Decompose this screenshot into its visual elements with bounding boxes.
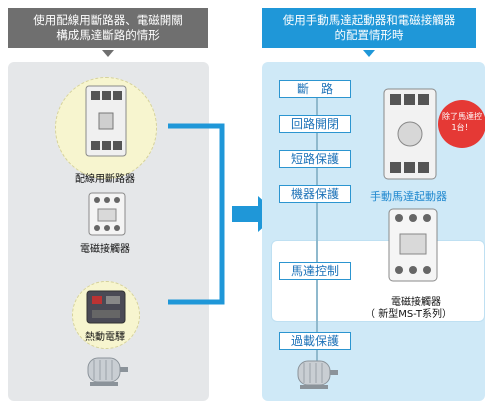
contactor-label: 電磁接觸器 [80,244,130,255]
manual-starter-icon [383,88,437,180]
right-header-line1: 使用手動馬達起動器和電磁接觸器 [282,13,456,27]
new-contactor-label-line2: （ 新型MS-T系列） [365,309,452,320]
function-spine [316,80,318,385]
step-equipment-protection: 機器保護 [279,185,351,203]
step-short-circuit-protection: 短路保護 [279,150,351,168]
badge-line2: 1台！ [451,123,473,132]
breaker-label: 配線用斷路器 [75,174,135,185]
breaker-icon [85,85,127,157]
relay-label: 熱動電驛 [85,332,125,343]
left-header: 使用配線用斷路器、電磁開關 構成馬達斷路的情形 [8,8,208,48]
left-header-line1: 使用配線用斷路器、電磁開關 [33,13,183,27]
right-motor-icon [297,360,338,389]
relay-icon [86,290,126,324]
contactor-icon [88,192,126,236]
right-header: 使用手動馬達起動器和電磁接觸器 的配置情形時 [262,8,476,48]
step-disconnect: 斷 路 [279,80,351,98]
step-motor-control: 馬達控制 [279,262,351,280]
right-header-line2: 的配置情形時 [334,28,404,42]
step-circuit-switching: 回路開閉 [279,115,351,133]
motor-icon [87,357,128,386]
manual-starter-label: 手動馬達起動器 [370,190,447,203]
callout-badge: 除了馬達控 1台！ [438,100,485,148]
step-overload-protection: 過載保護 [279,332,351,350]
left-header-line2: 構成馬達斷路的情形 [56,28,160,42]
right-header-pointer [363,50,375,57]
badge-line1: 除了馬達控 [442,112,482,121]
new-contactor-label-line1: 電磁接觸器 [391,297,441,308]
new-contactor-icon [388,208,438,282]
left-header-pointer [102,50,114,57]
